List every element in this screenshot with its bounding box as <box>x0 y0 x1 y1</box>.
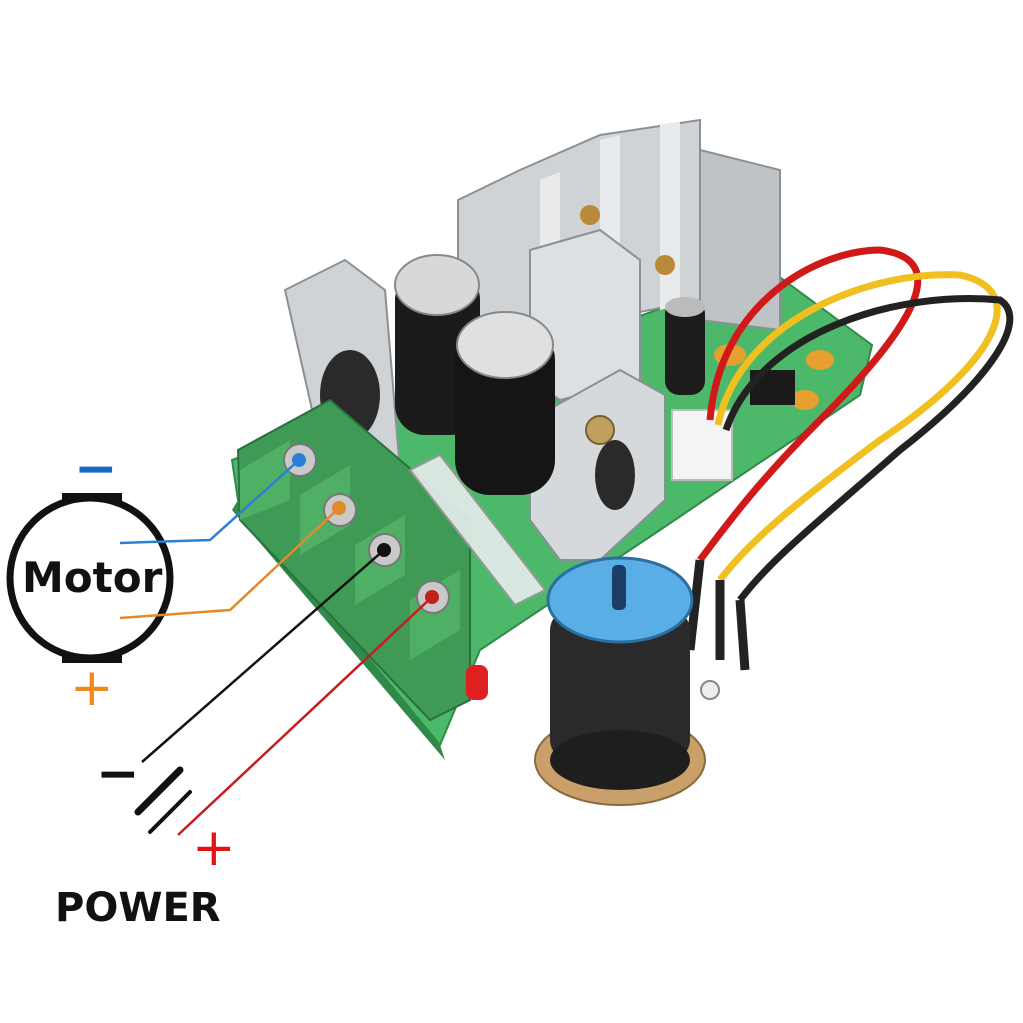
battery-symbol-icon <box>134 766 192 834</box>
power-minus-sign: − <box>96 744 140 804</box>
motor-plus-wire <box>119 507 340 620</box>
power-minus-wire <box>141 549 385 763</box>
potentiometer-knob-icon <box>534 556 720 806</box>
motor-minus-wire <box>119 459 300 545</box>
motor-plus-sign: + <box>70 658 114 718</box>
knob-wire-yellow <box>714 271 1001 583</box>
power-label: POWER <box>55 885 221 931</box>
terminal-block <box>236 398 471 722</box>
knob-wire-black <box>722 295 1014 603</box>
motor-label: Motor <box>22 553 163 602</box>
capacitor-icon <box>394 254 705 495</box>
power-plus-sign: + <box>192 818 236 878</box>
motor-minus-sign: − <box>74 439 118 499</box>
fuse <box>408 453 547 607</box>
knob-wire-red <box>697 246 922 563</box>
power-plus-wire <box>177 596 433 836</box>
